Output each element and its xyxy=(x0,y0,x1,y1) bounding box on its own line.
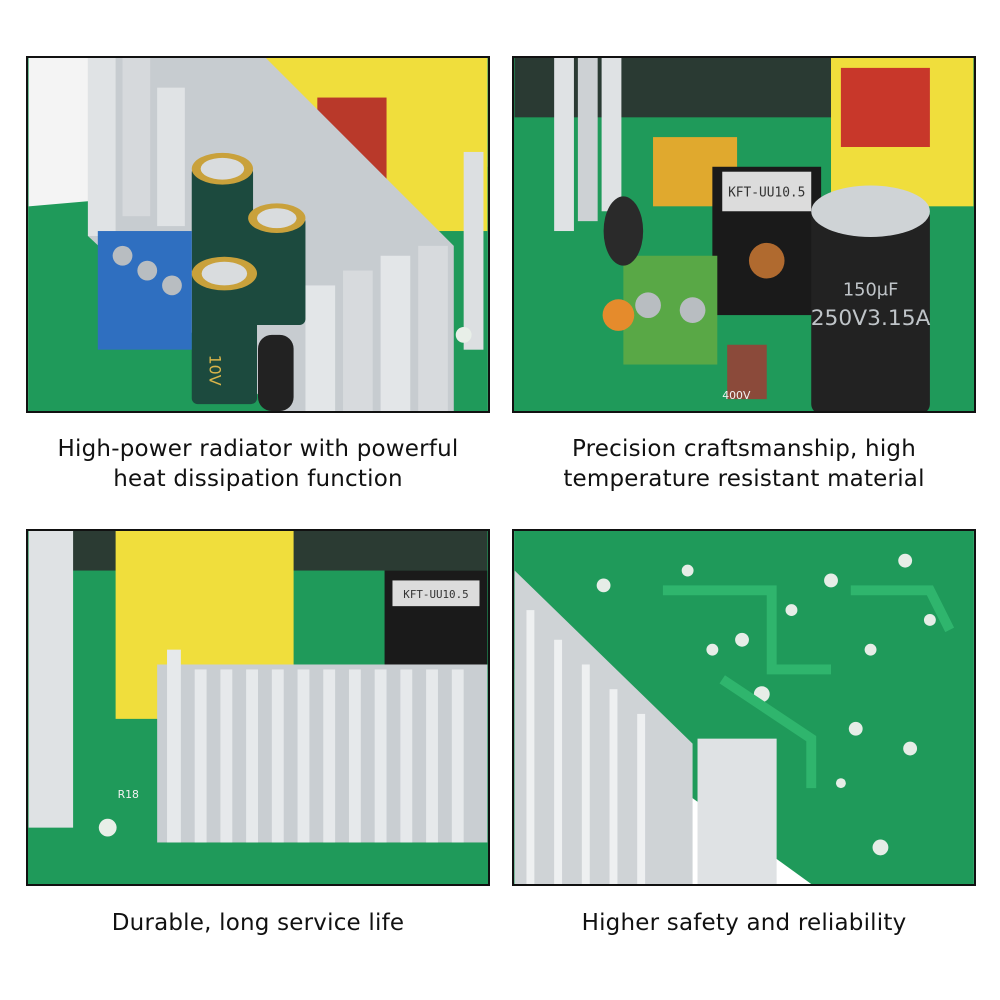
pcb-illustration-2: KFT-UU10.5 250V3.15A 150μF 400V xyxy=(514,58,974,411)
common-mode-choke: KFT-UU10.5 xyxy=(712,166,822,316)
photo-heatsink-closeup: 10V xyxy=(26,56,490,413)
photo-components-closeup: KFT-UU10.5 250V3.15A 150μF 400V xyxy=(512,56,976,413)
caption-line: temperature resistant material xyxy=(563,466,925,492)
capacitor: 10V xyxy=(191,256,258,405)
terminal-block-green xyxy=(623,255,718,365)
pcb-illustration-1: 10V xyxy=(28,58,488,411)
caption-line: Durable, long service life xyxy=(111,910,405,936)
inductor xyxy=(258,334,294,411)
mounting-hole xyxy=(98,818,117,837)
solder-pads xyxy=(596,553,936,856)
capacitor xyxy=(191,152,254,276)
caption-line: heat dissipation function xyxy=(113,466,403,492)
photo-heatsink-side: KFT-UU10.5 R18 xyxy=(26,529,490,886)
fuse-rating-label: 400V xyxy=(722,389,751,402)
pcb-board xyxy=(514,531,974,884)
x-capacitor xyxy=(727,344,767,400)
transformer-coil xyxy=(840,67,930,147)
ceramic-capacitor xyxy=(602,299,635,331)
caption-heat-dissipation: High-power radiator with powerful heat d… xyxy=(18,434,498,494)
caption-line: High-power radiator with powerful xyxy=(57,436,459,462)
mounting-hole xyxy=(455,326,472,343)
pcb-illustration-3: KFT-UU10.5 R18 xyxy=(28,531,488,884)
capacitor-capacitance-label: 150μF xyxy=(843,279,898,300)
pcb-illustration-4 xyxy=(514,531,974,884)
caption-line: Higher safety and reliability xyxy=(581,910,907,936)
caption-line: Precision craftsmanship, high xyxy=(571,436,917,462)
heatsink xyxy=(514,570,777,884)
photo-pcb-underside xyxy=(512,529,976,886)
capacitor-label: 10V xyxy=(206,355,225,386)
caption-safety: Higher safety and reliability xyxy=(504,908,984,938)
capacitor xyxy=(248,203,306,325)
terminal-block-blue xyxy=(97,231,192,350)
choke-label: KFT-UU10.5 xyxy=(403,588,468,601)
heatsink xyxy=(28,531,74,828)
heatsink-fins xyxy=(157,649,488,843)
heatsink xyxy=(554,58,622,232)
silkscreen-label: R18 xyxy=(118,788,139,801)
caption-durable: Durable, long service life xyxy=(18,908,498,938)
capacitor-voltage-label: 250V3.15A xyxy=(811,306,931,331)
capacitor-large: 250V3.15A 150μF xyxy=(811,185,931,411)
choke-label: KFT-UU10.5 xyxy=(728,185,805,200)
caption-precision-craftsmanship: Precision craftsmanship, high temperatur… xyxy=(504,434,984,494)
varistor xyxy=(603,196,644,266)
copper-traces xyxy=(662,585,955,789)
